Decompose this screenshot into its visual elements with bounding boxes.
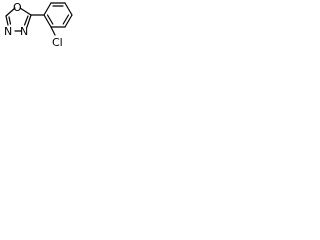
oxadiazole-ring: [5, 7, 32, 32]
bond-b3-b4: [64, 2, 73, 16]
bond-o1-c5: [5, 7, 16, 17]
bond-b4-b5: [64, 14, 73, 28]
atom-label-nitrogen-1: N: [4, 25, 12, 38]
bond-b6-b1: [43, 14, 52, 28]
bond-b1-b2: [43, 2, 52, 16]
bond-b6-cl: [50, 26, 56, 36]
atom-label-chlorine: Cl: [52, 36, 63, 49]
bond-b4-b5-inner: [62, 14, 70, 25]
bond-c5-n4-inner: [8, 16, 12, 25]
chemical-structure: O N N Cl: [4, 1, 73, 49]
bond-c2-o1: [19, 7, 32, 16]
benzene-ring: [43, 2, 73, 28]
bond-c5-n4: [5, 15, 9, 26]
bond-b6-b1-inner: [46, 14, 54, 25]
bond-n3-c2-inner: [23, 15, 29, 26]
atom-label-nitrogen-2: N: [20, 25, 28, 38]
bond-n3-c2: [26, 14, 32, 28]
atom-label-oxygen: O: [13, 1, 22, 14]
